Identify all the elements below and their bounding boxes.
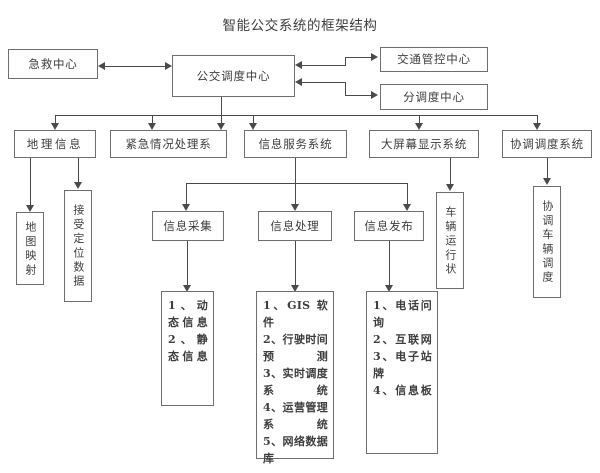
connector-release-to-list <box>389 241 391 288</box>
list-item: 3、实时调度系统 <box>263 367 328 398</box>
node-coordinated-dispatch[interactable]: 协调调度系统 <box>502 130 592 158</box>
arrowhead-release-list <box>385 285 393 292</box>
list-item: 1、GIS 软件 <box>263 299 328 330</box>
arrowhead-collection-list <box>183 285 191 292</box>
arrowhead-coordinated-dispatch <box>533 123 541 130</box>
node-traffic-control-center[interactable]: 交通管控中心 <box>380 47 488 72</box>
connector-emergency-dispatch <box>105 66 168 68</box>
node-coordinate-vehicle-dispatch[interactable]: 协调车辆调度 <box>533 186 561 298</box>
node-emergency-center[interactable]: 急救中心 <box>8 49 98 79</box>
connector-riser-info-collection <box>186 183 188 206</box>
connector-infoservice-bus <box>186 183 408 185</box>
arrowhead-processing-list <box>291 285 299 292</box>
arrowhead-to-dispatch-from-subdispatch <box>295 78 302 86</box>
arrowhead-to-dispatch-center-left <box>165 62 172 70</box>
list-item: 2、静态信息 <box>168 333 208 364</box>
node-geographic-info[interactable]: 地理信息 <box>14 130 96 158</box>
connector-coord-to-vehicle <box>547 158 549 181</box>
node-info-processing[interactable]: 信息处理 <box>258 211 332 241</box>
connector-riser-center-drop <box>221 115 223 125</box>
connector-level2-bus <box>55 115 538 117</box>
connector-traffic-riser <box>345 57 347 66</box>
list-item: 4、运营管理系统 <box>263 401 328 432</box>
node-bus-dispatch-center[interactable]: 公交调度中心 <box>172 55 295 97</box>
arrowhead-info-processing <box>291 204 299 211</box>
arrowhead-geographic-info <box>51 123 59 130</box>
arrowhead-vehicle-running-status <box>446 184 454 191</box>
connector-riser-coordinated <box>537 115 539 125</box>
arrowhead-map-mapping <box>26 205 34 212</box>
connector-processing-to-list <box>295 241 297 288</box>
connector-riser-info-service <box>253 115 255 125</box>
node-receive-location-data[interactable]: 接受定位数据 <box>64 190 92 302</box>
arrowhead-coordinate-vehicle-dispatch <box>543 178 551 185</box>
arrowhead-large-screen-display <box>415 123 423 130</box>
connector-screen-to-vehicle <box>450 158 452 187</box>
node-info-collection[interactable]: 信息采集 <box>152 211 224 241</box>
connector-riser-geographic <box>55 115 57 125</box>
node-info-service-system[interactable]: 信息服务系统 <box>244 130 347 158</box>
connector-traffic-in-segment <box>302 65 346 67</box>
node-info-release[interactable]: 信息发布 <box>354 211 424 241</box>
arrowhead-to-sub-dispatch-center <box>371 91 378 99</box>
connector-dispatch-trunk <box>221 97 223 116</box>
list-info-processing-items[interactable]: 1、GIS 软件 2、行驶时间预测 3、实时调度系统 4、运营管理系统 5、网络… <box>256 291 334 465</box>
diagram-title: 智能公交系统的框架结构 <box>222 18 378 34</box>
list-info-collection-items[interactable]: 1、动态信息 2、静态信息 <box>161 291 214 406</box>
connector-collection-to-list <box>187 241 189 288</box>
arrowhead-info-release <box>403 204 411 211</box>
list-info-release-items[interactable]: 1、电话问询 2、互联网 3、电子站牌 4、信息板 <box>366 291 438 454</box>
connector-geo-to-map <box>30 158 32 208</box>
arrowhead-info-collection <box>182 204 190 211</box>
connector-traffic-out-segment <box>345 57 373 59</box>
connector-subdispatch-riser <box>345 82 347 96</box>
connector-subdispatch-out-segment <box>345 95 373 97</box>
list-item: 2、行驶时间预测 <box>263 333 328 364</box>
node-map-mapping[interactable]: 地图映射 <box>16 212 44 285</box>
connector-geo-to-location <box>78 158 80 185</box>
arrowhead-to-dispatch-from-traffic <box>295 61 302 69</box>
arrowhead-info-service-system <box>249 123 257 130</box>
list-item: 4、信息板 <box>373 384 432 398</box>
node-sub-dispatch-center[interactable]: 分调度中心 <box>380 84 488 110</box>
connector-infoservice-trunk <box>295 158 297 184</box>
connector-riser-emergency-handling <box>152 115 154 125</box>
list-item: 1、电话问询 <box>373 299 432 330</box>
node-emergency-handling[interactable]: 紧急情况处理系 <box>110 130 227 158</box>
arrowhead-emergency-handling <box>148 123 156 130</box>
arrowhead-receive-location-data <box>74 182 82 189</box>
connector-riser-large-screen <box>419 115 421 125</box>
arrowhead-to-traffic-control-center <box>371 53 378 61</box>
list-item: 3、电子站牌 <box>373 350 432 381</box>
arrowhead-center-drop <box>217 123 225 130</box>
list-item: 1、动态信息 <box>168 299 208 330</box>
list-item: 5、网络数据库 <box>263 435 328 466</box>
node-large-screen-display[interactable]: 大屏幕显示系统 <box>369 130 479 158</box>
connector-subdispatch-in-segment <box>302 82 346 84</box>
arrowhead-to-emergency-center <box>98 62 105 70</box>
node-vehicle-running-status[interactable]: 车辆运行状 <box>436 192 464 289</box>
connector-riser-info-release <box>407 183 409 206</box>
connector-riser-info-processing <box>295 183 297 206</box>
list-item: 2、互联网 <box>373 333 432 347</box>
